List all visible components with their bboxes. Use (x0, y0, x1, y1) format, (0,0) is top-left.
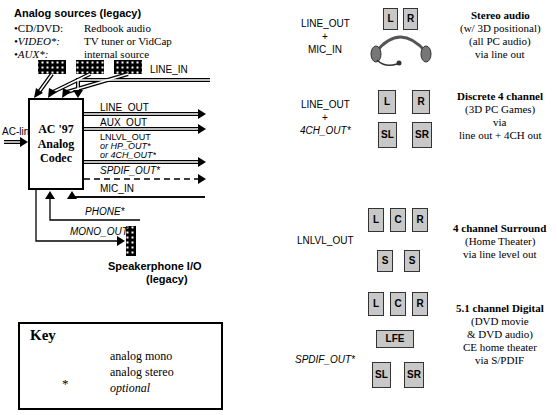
signal-label: •CD/DVD: (14, 22, 63, 35)
arrowheads (20, 88, 206, 246)
signal-label: Stereo audio (471, 9, 530, 22)
legend-text: analog stereo (110, 366, 174, 380)
speaker-letter: LFE (386, 334, 405, 344)
signal-label: or HP_OUT* (100, 141, 151, 151)
speaker-box: S (404, 250, 420, 272)
speaker-box: R (412, 292, 428, 316)
speaker-letter: R (416, 215, 423, 225)
speaker-box: SL (372, 362, 391, 388)
signal-label: line out + 4CH out (459, 129, 542, 142)
speaker-box: SR (404, 362, 424, 388)
signal-label: * (62, 377, 69, 392)
speaker-letter: SL (375, 370, 388, 380)
signal-label: (3D PC Games) (465, 103, 535, 116)
speaker-letter: S (382, 256, 389, 266)
signal-label: (Home Theater) (465, 235, 535, 248)
speaker-letter: C (394, 215, 401, 225)
signal-label: (w/ 3D positional) (460, 22, 541, 35)
speaker-box: R (403, 8, 418, 30)
signal-label: TV tuner or VidCap (84, 35, 172, 48)
signal-label: Redbook audio (84, 22, 151, 35)
signal-label: MONO_OUT* (70, 226, 132, 238)
signal-label: via S/PDIF (475, 354, 524, 367)
signal-label: •VIDEO*: (14, 35, 60, 48)
signal-label: MIC_IN (308, 44, 342, 56)
speaker-box: L (383, 8, 398, 30)
signal-label: & DVD audio) (467, 328, 533, 341)
signal-label: Analog sources (legacy) (14, 7, 141, 20)
signal-label: via line out (475, 48, 525, 61)
signal-label: SPDIF_OUT* (100, 165, 160, 177)
speaker-letter: R (416, 299, 423, 309)
speaker-box: R (412, 208, 428, 232)
signal-label: LINE_OUT (100, 102, 149, 114)
speaker-box: R (412, 90, 430, 114)
speaker-box: L (368, 292, 384, 316)
speaker-box: SL (378, 122, 397, 148)
signal-label: 5.1 channel Digital (456, 302, 544, 315)
signal-label: (DVD movie (471, 315, 529, 328)
signal-label: CE home theater (463, 341, 537, 354)
signal-label: LINE_OUT (301, 18, 350, 30)
signal-label: 4CH_OUT* (300, 125, 351, 137)
signal-label: LNLVL_OUT (297, 235, 354, 247)
speaker-box: L (368, 208, 384, 232)
signal-label: Discrete 4 channel (457, 90, 543, 103)
codec-box: AC '97 Analog Codec (28, 98, 84, 190)
signal-label: + (322, 31, 328, 43)
speaker-letter: SL (381, 130, 394, 140)
key-title: Key (30, 327, 56, 344)
speaker-letter: L (373, 299, 379, 309)
speaker-box: LFE (376, 330, 414, 348)
speaker-box: C (390, 208, 406, 232)
signal-label: via line level out (463, 248, 537, 261)
speaker-letter: L (384, 97, 390, 107)
signal-label: LNLVL_OUT (100, 132, 151, 142)
speaker-letter: SR (407, 370, 421, 380)
signal-label: (all PC audio) (469, 35, 531, 48)
speaker-box: SR (412, 122, 432, 148)
codec-name: AC '97 Analog Codec (33, 122, 79, 165)
signal-label: 4 channel Surround (453, 222, 546, 235)
signal-label: •AUX*: (14, 48, 48, 61)
signal-label: LINE_OUT (301, 99, 350, 111)
signal-label: LINE_IN (150, 64, 188, 76)
speaker-letter: L (373, 215, 379, 225)
signal-label: MIC_IN (100, 183, 134, 195)
speaker-letter: C (394, 299, 401, 309)
signal-label: SPDIF_OUT* (295, 354, 355, 366)
speaker-letter: R (407, 14, 414, 24)
signal-label: Speakerphone I/O (108, 260, 202, 273)
speaker-box: L (378, 90, 396, 114)
legend-text: analog mono (110, 350, 172, 364)
speaker-letter: L (387, 14, 393, 24)
signal-label: + (322, 112, 328, 124)
speaker-letter: SR (415, 130, 429, 140)
speaker-letter: S (409, 256, 416, 266)
signal-label: AUX_OUT (100, 117, 147, 129)
signal-label: PHONE* (85, 206, 124, 218)
signal-label: or 4CH_OUT* (100, 150, 156, 160)
speaker-box: C (390, 292, 406, 316)
signal-label: internal source (84, 48, 149, 61)
signal-label: via (493, 116, 506, 129)
speaker-letter: R (417, 97, 424, 107)
speaker-box: S (377, 250, 393, 272)
legend-text: optional (110, 382, 150, 396)
headset-illustration (371, 37, 431, 66)
signal-label: (legacy) (146, 273, 188, 286)
